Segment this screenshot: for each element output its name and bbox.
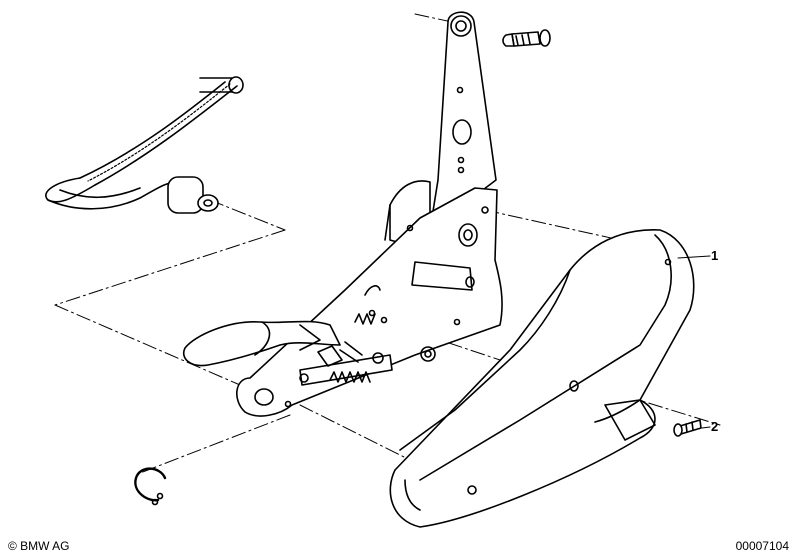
seat-cover xyxy=(389,229,695,528)
bolt-top xyxy=(502,29,551,47)
vertical-arm xyxy=(384,11,497,243)
copyright-text: © BMW AG xyxy=(8,539,70,553)
cable-assembly xyxy=(45,76,244,214)
callout-1: 1 xyxy=(711,248,719,263)
screw xyxy=(673,419,702,437)
release-lever xyxy=(183,320,341,367)
document-number: 00007104 xyxy=(735,539,789,553)
spring-linkage xyxy=(299,285,393,386)
circlip xyxy=(134,467,167,506)
leader-lines xyxy=(677,255,711,429)
mounting-bracket xyxy=(236,187,503,417)
callout-2: 2 xyxy=(711,419,719,434)
